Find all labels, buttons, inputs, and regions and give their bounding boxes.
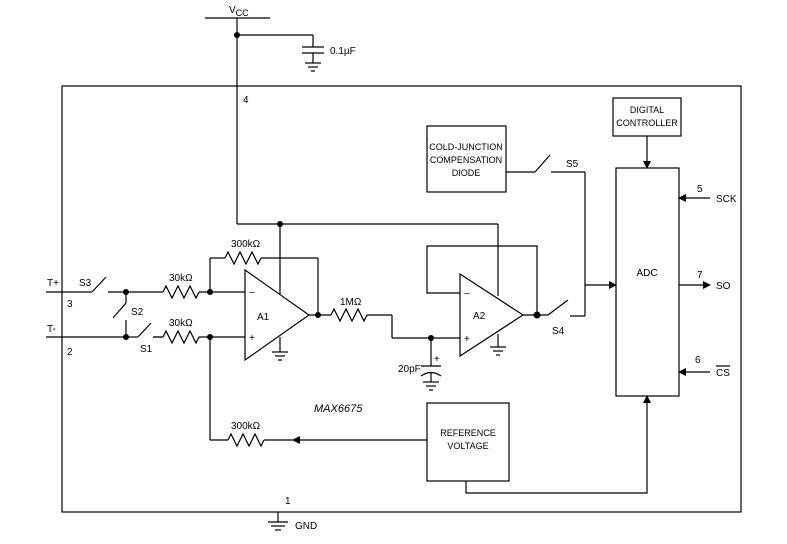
switch-s5	[506, 154, 586, 316]
resistor-1m-label: 1MΩ	[340, 297, 362, 308]
a2-ground	[490, 334, 506, 356]
so-label: SO	[716, 281, 731, 292]
cs-pin-number: 6	[695, 355, 701, 366]
resistor-30k-top	[162, 284, 200, 300]
resistor-300k-feedback	[224, 250, 262, 266]
vcc-pin-number: 4	[243, 95, 249, 106]
gnd-pin-number: 1	[285, 496, 291, 507]
resistor-30k-bottom-label: 30kΩ	[169, 318, 193, 329]
resistor-300k-feedback-label: 300kΩ	[231, 239, 261, 250]
amplifier-a1	[244, 268, 311, 362]
gnd-label: GND	[295, 521, 317, 532]
cold-junction-label-3: DIODE	[452, 168, 481, 178]
tminus-label: T-	[47, 324, 56, 335]
s5-label: S5	[566, 159, 579, 170]
resistor-300k-reference	[227, 432, 265, 448]
sck-pin-number: 5	[697, 184, 703, 195]
s4-label: S4	[552, 326, 565, 337]
switch-s4	[547, 299, 585, 317]
digital-controller-block	[612, 97, 682, 137]
capacitor-20pf-label: 20pF	[398, 364, 421, 375]
ref-to-adc-wire	[465, 395, 651, 494]
gnd-pin	[268, 512, 288, 531]
tminus-pin-number: 2	[67, 347, 73, 358]
digital-controller-label-2: CONTROLLER	[616, 118, 678, 128]
a1-minus: −	[249, 288, 255, 299]
cold-junction-label-1: COLD-JUNCTION	[429, 142, 503, 152]
capacitor-polarity: +	[434, 354, 440, 365]
digital-controller-label-1: DIGITAL	[630, 105, 664, 115]
capacitor-20pf	[420, 338, 442, 391]
reference-label-1: REFERENCE	[440, 428, 496, 438]
reference-voltage-block	[426, 402, 510, 482]
resistor-1m	[330, 307, 368, 323]
a1-plus: +	[249, 333, 255, 344]
resistor-30k-bottom	[162, 329, 200, 345]
s2-label: S2	[131, 307, 144, 318]
a2-plus: +	[464, 334, 470, 345]
so-pin-number: 7	[697, 270, 703, 281]
s1-label: S1	[140, 344, 153, 355]
s3-label: S3	[79, 278, 92, 289]
tplus-label: T+	[47, 278, 59, 289]
a2-feedback-wire	[426, 245, 538, 315]
chip-outline	[61, 85, 742, 513]
adc-block	[615, 167, 680, 397]
reference-label-2: VOLTAGE	[447, 441, 488, 451]
a2-label: A2	[473, 311, 486, 322]
resistor-30k-top-label: 30kΩ	[169, 273, 193, 284]
resistor-300k-reference-label: 300kΩ	[231, 421, 261, 432]
amplifier-a2	[459, 272, 525, 358]
a1-ground	[272, 337, 288, 361]
a1-label: A1	[257, 312, 270, 323]
switch-s2	[112, 292, 127, 337]
sck-label: SCK	[716, 194, 737, 205]
adc-label: ADC	[636, 268, 657, 279]
part-number: MAX6675	[314, 403, 363, 415]
vcc-label: VCC	[229, 5, 249, 18]
cold-junction-label-2: COMPENSATION	[430, 155, 502, 165]
cap-0p1uf-label: 0.1µF	[330, 46, 356, 57]
cs-label: CS	[716, 368, 730, 379]
switch-s1	[126, 322, 162, 338]
tplus-pin-number: 3	[67, 299, 73, 310]
a2-minus: −	[464, 289, 470, 300]
cold-junction-block	[426, 125, 507, 193]
vcc-supply	[205, 17, 324, 224]
